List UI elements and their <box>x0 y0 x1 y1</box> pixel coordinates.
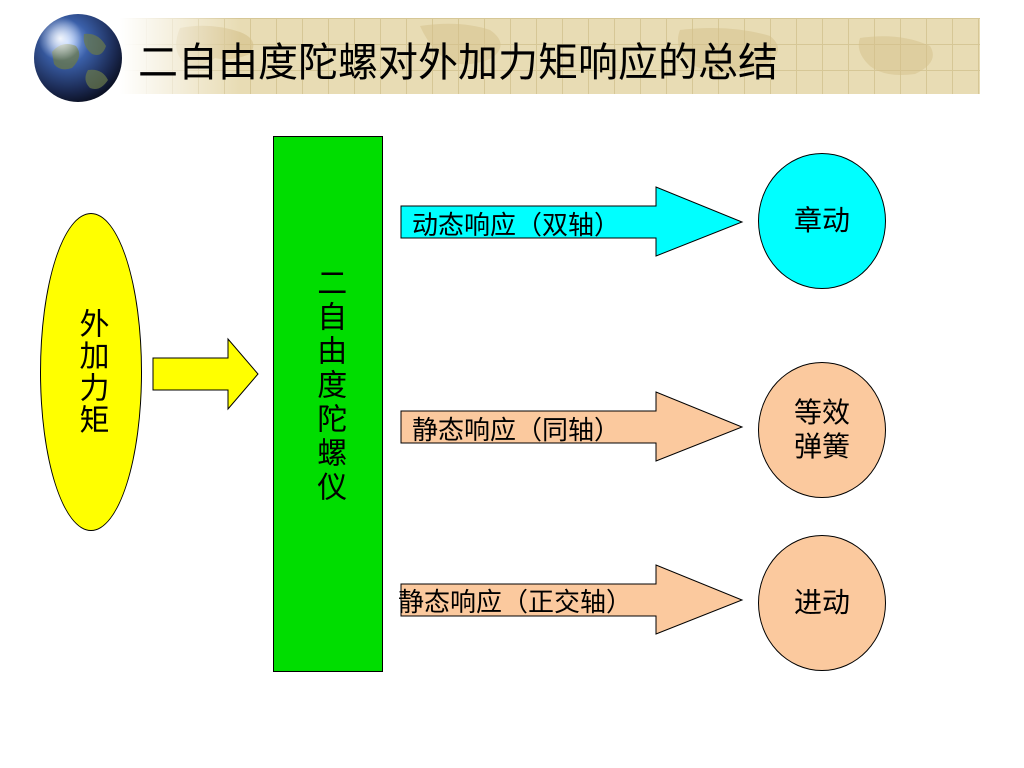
precession-circle: 进动 <box>758 535 886 671</box>
globe-icon <box>34 14 122 102</box>
equivalent-spring-circle: 等效 弹簧 <box>758 362 886 498</box>
nutation-label: 章动 <box>793 204 850 238</box>
gyroscope-label: 二自由度陀螺仪 <box>311 267 347 505</box>
banner-fade <box>120 18 240 94</box>
title-banner <box>120 18 980 94</box>
static-orthogonal-arrow <box>400 564 744 635</box>
equivalent-spring-line1: 等效 <box>793 396 850 430</box>
input-arrow <box>152 337 259 411</box>
dynamic-response-label: 动态响应（双轴） <box>412 211 621 241</box>
precession-label: 进动 <box>793 586 850 620</box>
static-same-axis-label: 静态响应（同轴） <box>412 416 621 446</box>
gyroscope-box: 二自由度陀螺仪 <box>273 136 383 672</box>
page-title: 二自由度陀螺对外加力矩响应的总结 <box>138 40 778 86</box>
dynamic-response-arrow <box>400 186 744 257</box>
nutation-circle: 章动 <box>758 153 886 289</box>
equivalent-spring-line2: 弹簧 <box>793 430 850 463</box>
external-torque-ellipse: 外加力矩 <box>40 213 142 531</box>
equivalent-spring-text: 等效 弹簧 <box>794 396 850 463</box>
static-same-axis-arrow <box>400 391 744 462</box>
static-orthogonal-label: 静态响应（正交轴） <box>398 588 633 618</box>
external-torque-label: 外加力矩 <box>73 308 109 436</box>
